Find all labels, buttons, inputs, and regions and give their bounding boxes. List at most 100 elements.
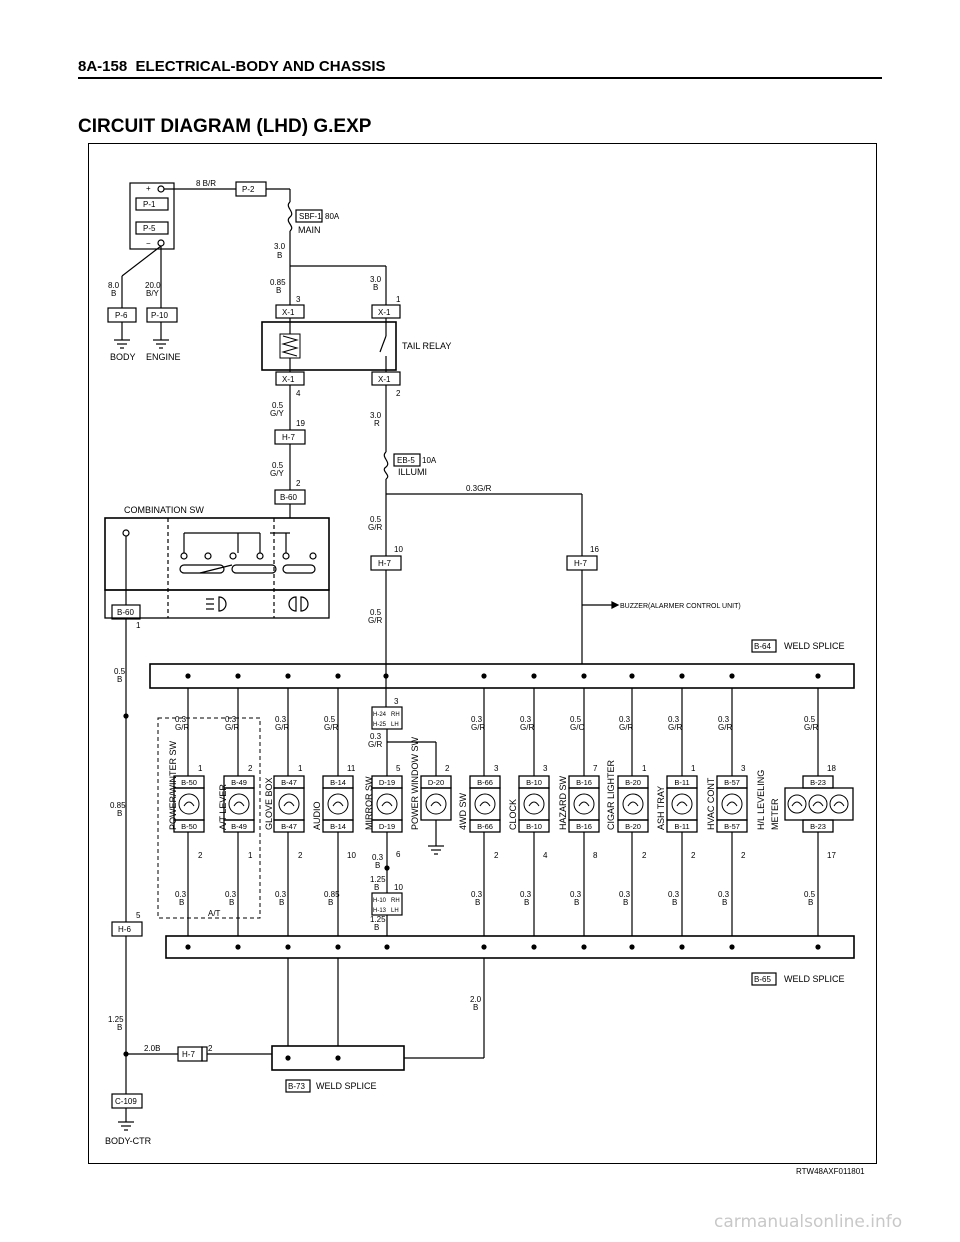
page-number: 8A-158 xyxy=(78,58,128,75)
sbf1-amp: 80A xyxy=(325,212,340,221)
component-wire-out-color: B xyxy=(574,898,579,907)
body-ctr-label: BODY-CTR xyxy=(105,1136,152,1146)
ground-wire-size: 2.0 xyxy=(470,995,482,1004)
p10-label: P-10 xyxy=(151,311,168,320)
component-connector-bottom: B-20 xyxy=(625,822,641,831)
b65-label: B-65 xyxy=(754,975,771,984)
page-header: 8A-158 ELECTRICAL-BODY AND CHASSIS xyxy=(78,58,386,75)
component-connector-bottom: B-23 xyxy=(810,822,826,831)
component-pin-out: 2 xyxy=(642,851,647,860)
h6-label: H-6 xyxy=(118,925,131,934)
b73-weld-splice: WELD SPLICE xyxy=(316,1081,377,1091)
component-wire-out-color: B xyxy=(475,898,480,907)
component-connector-bottom: B-47 xyxy=(281,822,297,831)
wire-p2: 8 B/R xyxy=(196,179,216,188)
wire-sw-in-size: 3.0 xyxy=(370,275,382,284)
eb5-amp: 10A xyxy=(422,456,437,465)
b73-label: B-73 xyxy=(288,1082,305,1091)
wire-illum-size-1: 0.5 xyxy=(370,515,382,524)
wire-buzzer: 0.3G/R xyxy=(466,484,492,493)
h7-pin-16: 16 xyxy=(590,545,599,554)
left-wire-3-color: B xyxy=(117,1023,122,1032)
wire-sw-in-color: B xyxy=(373,283,378,292)
eb5-label: EB-5 xyxy=(397,456,415,465)
diagram-frame xyxy=(88,143,877,1164)
h6-pin-5: 5 xyxy=(136,911,141,920)
component-wire-out-color: B xyxy=(524,898,529,907)
component-wire-in-size: 0.3 xyxy=(668,715,680,724)
ground-body: BODY xyxy=(110,352,136,362)
wire-engine-color: B/Y xyxy=(146,289,160,298)
p2-label: P-2 xyxy=(242,185,255,194)
component-wire-out-size: 0.3 xyxy=(175,890,187,899)
component-wire-out-size: 0.3 xyxy=(668,890,680,899)
component-connector-top: B-11 xyxy=(674,778,689,787)
component-pin-in: 1 xyxy=(642,764,647,773)
h25-label: H-25 xyxy=(373,722,387,728)
component-pin-in: 1 xyxy=(691,764,696,773)
component-name: HVAC CONT xyxy=(706,777,716,830)
battery-plus: + xyxy=(146,184,151,193)
drawing-code: RTW48AXF011801 xyxy=(796,1167,865,1176)
component-wire-in-color: G/R xyxy=(520,723,534,732)
h7-label-top: H-7 xyxy=(282,433,295,442)
component-pin-in: 3 xyxy=(494,764,499,773)
relay-pin-1: 1 xyxy=(396,295,401,304)
component-wire-out-color: B xyxy=(623,898,628,907)
h7-pin-19: 19 xyxy=(296,419,305,428)
component-name: GLOVE BOX xyxy=(264,777,274,830)
mirror-wire-out3-color: B xyxy=(374,923,379,932)
relay-pin-2: 2 xyxy=(396,389,401,398)
component-wire-in-size: 0.3 xyxy=(175,715,187,724)
h13-label: H-13 xyxy=(373,908,387,914)
mirror-wire-out-color: B xyxy=(375,861,380,870)
h7-pin-10: 10 xyxy=(394,545,403,554)
wire-coil-in-color: B xyxy=(276,286,281,295)
component-connector-top: B-57 xyxy=(724,778,740,787)
header-rule xyxy=(78,77,882,79)
component-connector-top: D-20 xyxy=(428,778,444,787)
component-connector-top: B-10 xyxy=(526,778,542,787)
component-wire-in-color: G/R xyxy=(718,723,732,732)
component-connector-top: B-16 xyxy=(576,778,592,787)
relay-x1-a: X-1 xyxy=(282,308,295,317)
left-wire-4: 2.0B xyxy=(144,1044,160,1053)
relay-x1-b: X-1 xyxy=(378,308,391,317)
h10-label: H-10 xyxy=(373,898,387,904)
component-pin-out: 10 xyxy=(347,851,356,860)
component-wire-in-color: G/R xyxy=(324,723,338,732)
h7-label-bottom: H-7 xyxy=(182,1050,195,1059)
ground-engine: ENGINE xyxy=(146,352,181,362)
watermark: carmanualsonline.info xyxy=(714,1212,903,1232)
component-pin-out: 8 xyxy=(593,851,598,860)
component-name: CLOCK xyxy=(508,799,518,830)
ground-wire-color: B xyxy=(473,1003,478,1012)
left-wire-2-size: 0.85 xyxy=(110,801,126,810)
component-wire-in-size: 0.5 xyxy=(804,715,816,724)
b60-label-top: B-60 xyxy=(280,493,297,502)
wire-illum-color-1: G/R xyxy=(368,523,382,532)
wire-sw-out-size: 3.0 xyxy=(370,411,382,420)
component-wire-out-size: 0.3 xyxy=(619,890,631,899)
relay-pin-4: 4 xyxy=(296,389,301,398)
component-pin-out: 2 xyxy=(691,851,696,860)
mirror-pin-6: 6 xyxy=(396,850,401,859)
at-label: A/T xyxy=(208,909,221,918)
wire-coil-in-size: 0.85 xyxy=(270,278,286,287)
component-wire-out-size: 0.3 xyxy=(225,890,237,899)
component-wire-out-size: 0.5 xyxy=(804,890,816,899)
wire-main-color: B xyxy=(277,251,282,260)
component-wire-out-color: B xyxy=(328,898,333,907)
buzzer-label: BUZZER(ALARMER CONTROL UNIT) xyxy=(620,603,741,610)
component-wire-in-size: 0.3 xyxy=(619,715,631,724)
component-pin-in: 1 xyxy=(298,764,303,773)
component-pin-in: 18 xyxy=(827,764,836,773)
component-pin-out: 2 xyxy=(741,851,746,860)
component-connector-top: B-50 xyxy=(181,778,197,787)
component-pin-in: 3 xyxy=(543,764,548,773)
wire-engine-size: 20.0 xyxy=(145,281,161,290)
h7-label-b: H-7 xyxy=(574,559,587,568)
component-connector-bottom: B-50 xyxy=(181,822,197,831)
h7-pin-2-bottom: 2 xyxy=(208,1044,213,1053)
component-name: ASH TRAY xyxy=(656,786,666,830)
